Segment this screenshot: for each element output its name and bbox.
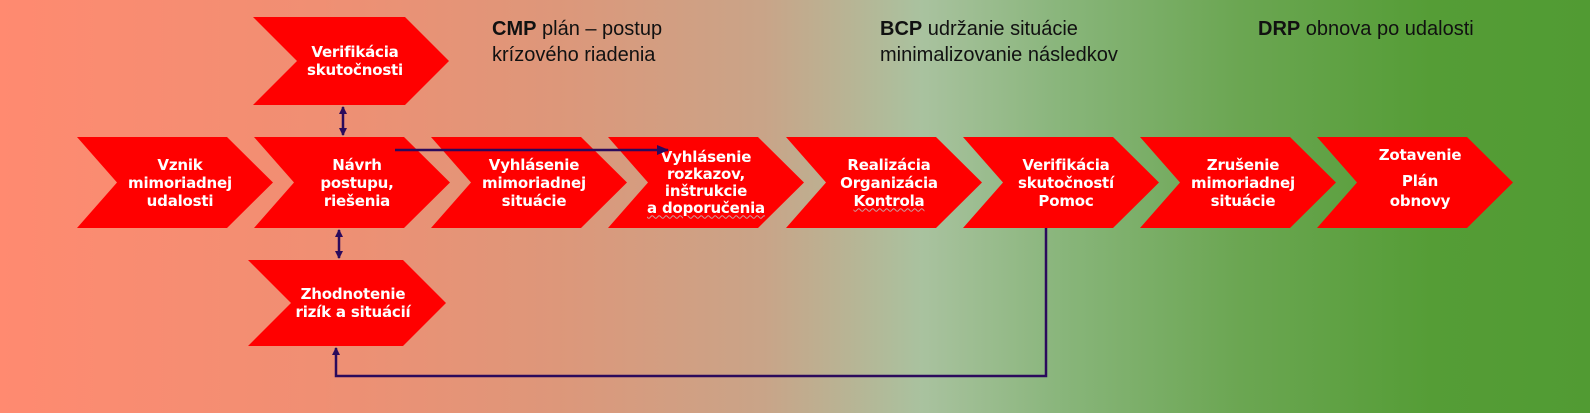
chevron-shape (253, 17, 449, 105)
step-label-line: Verifikácia (311, 43, 399, 61)
step-label-line: Vyhlásenie (488, 155, 580, 174)
step-label-line: obnovy (1389, 192, 1451, 210)
step-label-line: Zrušenie (1206, 155, 1280, 174)
chevron-shape (254, 137, 450, 228)
step-label-line: Organizácia (840, 173, 938, 192)
step-label-line: skutočnosti (307, 61, 403, 79)
phase-bcp-abbr: BCP (880, 18, 923, 40)
step-label-line: Návrh (332, 155, 382, 174)
chevron-shape (963, 137, 1159, 228)
step-label-line: udalosti (146, 191, 214, 210)
step-label-line: mimoriadnej (1191, 173, 1295, 192)
phase-drp-line1: obnova po udalosti (1300, 18, 1474, 40)
step-label-line: Verifikácia (1022, 155, 1110, 174)
phase-cmp-line2: krízového riadenia (492, 44, 656, 66)
step-zotavenie-plan-obnovy: Zotavenie Plán obnovy (1317, 137, 1513, 228)
step-label-line: mimoriadnej (482, 173, 586, 192)
phase-cmp-abbr: CMP (492, 18, 537, 40)
step-label-line: situácie (1210, 191, 1276, 210)
step-verifikacia-skutocnosti-pomoc: Verifikácia skutočností Pomoc (963, 137, 1159, 228)
step-zhodnotenie-rizik: Zhodnotenie rizík a situácií (248, 260, 446, 346)
step-label-line: a doporučenia (647, 198, 765, 217)
step-label-line: rizík a situácií (295, 303, 411, 321)
step-realizacia-organizacia-kontrola: Realizácia Organizácia Kontrola (786, 137, 982, 228)
step-label-line: Pomoc (1038, 191, 1094, 210)
step-navrh-postupu: Návrh postupu, riešenia (254, 137, 450, 228)
chevron-shape (608, 137, 804, 228)
chevron-shape (77, 137, 273, 228)
step-label-line: mimoriadnej (128, 173, 232, 192)
chevron-shape (1317, 137, 1513, 228)
phase-drp-abbr: DRP (1258, 18, 1301, 40)
phase-bcp-line1: udržanie situácie (922, 18, 1078, 40)
step-vyhlasenie-mimoriadnej-situacie: Vyhlásenie mimoriadnej situácie (431, 137, 627, 228)
step-label-line: skutočností (1018, 173, 1114, 192)
step-label-line: Vyhlásenie (660, 147, 752, 166)
phase-bcp-line2: minimalizovanie následkov (880, 44, 1118, 66)
step-label-line: riešenia (323, 191, 391, 210)
step-label-line: situácie (501, 191, 567, 210)
chevron-shape (1140, 137, 1336, 228)
step-verifikacia-skutocnosti-top: Verifikácia skutočnosti (253, 17, 449, 105)
step-label-line: Kontrola (853, 191, 925, 210)
step-label-line: postupu, (320, 173, 394, 192)
phase-bcp-label: BCP udržanie situácie minimalizovanie ná… (880, 16, 1118, 68)
step-label-line: Realizácia (847, 155, 931, 174)
step-label-line: Zotavenie (1378, 146, 1462, 164)
phase-cmp-line1: plán – postup (536, 18, 663, 40)
chevron-shape (431, 137, 627, 228)
step-label-line: inštrukcie (664, 181, 748, 200)
phase-cmp-label: CMP plán – postup krízového riadenia (492, 16, 662, 68)
step-label-line: Plán (1401, 172, 1439, 190)
step-label-line: rozkazov, (666, 164, 746, 183)
step-vyhlasenie-rozkazov: Vyhlásenie rozkazov, inštrukcie a doporu… (608, 137, 804, 228)
step-zrusenie-mimoriadnej-situacie: Zrušenie mimoriadnej situácie (1140, 137, 1336, 228)
chevron-shape (786, 137, 982, 228)
step-label-line: Zhodnotenie (300, 285, 406, 303)
phase-drp-label: DRP obnova po udalosti (1258, 16, 1474, 42)
step-label-line: Vznik (157, 155, 203, 174)
step-vznik-mimoriadnej-udalosti: Vznik mimoriadnej udalosti (77, 137, 273, 228)
